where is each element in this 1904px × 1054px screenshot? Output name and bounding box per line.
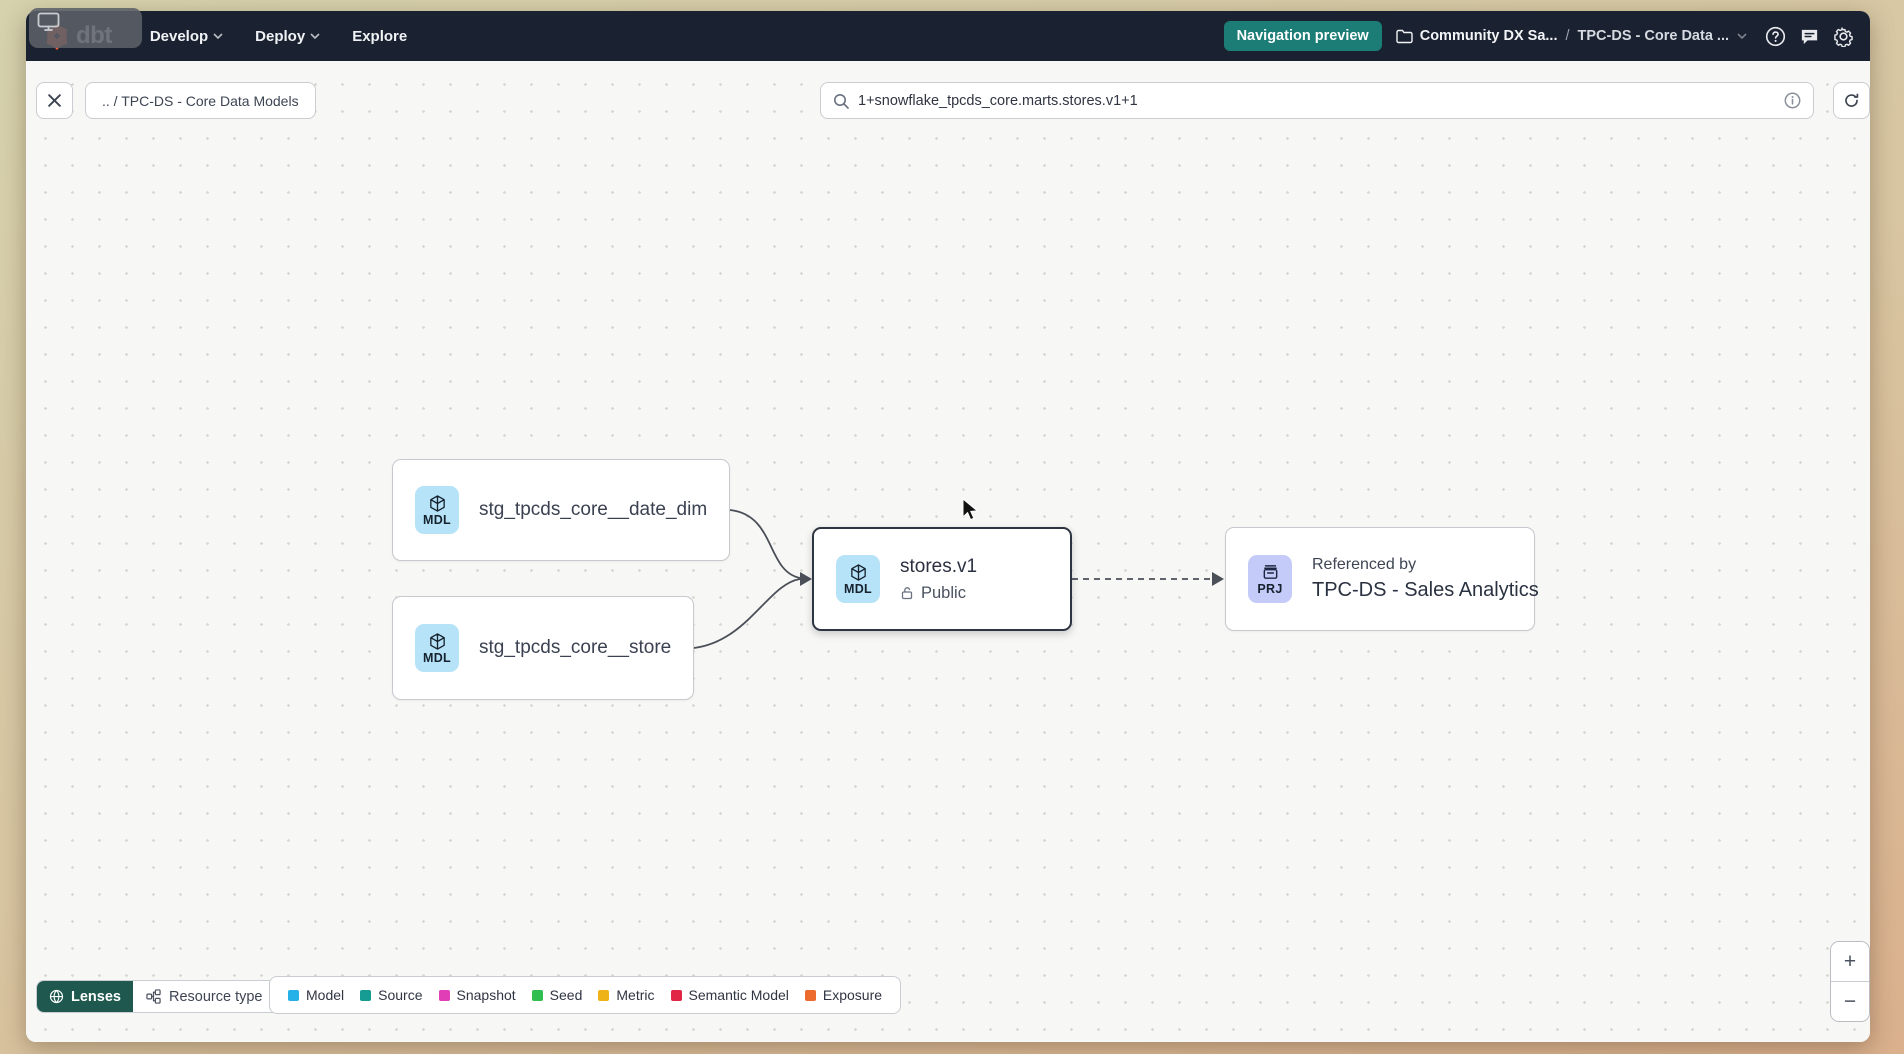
legend-label: Metric [616,987,655,1003]
top-navbar: dbt Develop Deploy Explore Navigation pr… [26,11,1870,61]
menu-develop[interactable]: Develop [138,20,235,53]
navbar-icons [1765,26,1854,47]
resource-badge: MDL [844,581,872,596]
search-icon [834,93,849,109]
resource-badge: MDL [423,512,451,527]
model-icon: MDL [836,555,880,603]
legend-item-seed: Seed [531,987,583,1003]
lineage-canvas[interactable]: .. / TPC-DS - Core Data Models MDL stg_t… [26,61,1870,1042]
node-text: stores.v1 Public [900,556,977,603]
legend-item-metric: Metric [598,987,655,1003]
resource-type-dropdown[interactable]: Resource type [132,981,295,1012]
legend-label: Exposure [822,987,883,1003]
model-icon: MDL [415,486,459,534]
resource-badge: MDL [423,650,451,665]
node-referenced-by-project[interactable]: PRJ Referenced by TPC-DS - Sales Analyti… [1225,527,1539,631]
menu-explore-label: Explore [352,27,408,45]
menu-deploy[interactable]: Deploy [243,20,332,53]
node-label: stg_tpcds_core__date_dim [479,499,708,520]
breadcrumb-separator: / [1565,28,1570,44]
legend-item-source: Source [360,987,423,1003]
referenced-by-label: Referenced by [1312,556,1417,573]
node-label: stg_tpcds_core__store [479,637,672,658]
model-swatch [288,989,299,1001]
lineage-path-chip[interactable]: .. / TPC-DS - Core Data Models [85,82,316,119]
semantic-model-swatch [670,989,682,1001]
display-icon [37,12,60,31]
chevron-down-icon [310,33,320,40]
node-label: stores.v1 [900,555,978,577]
legend-label: Source [378,987,423,1003]
lineage-search-bar [820,82,1814,119]
feedback-icon[interactable] [1799,26,1820,47]
settings-gear-icon[interactable] [1833,26,1854,47]
resource-type-legend: Model Source Snapshot Seed Metric Semant… [269,976,902,1014]
exposure-swatch [804,989,816,1001]
help-icon[interactable] [1765,26,1786,47]
source-swatch [360,989,372,1001]
node-label: TPC-DS - Sales Analytics [1312,579,1539,601]
legend-label: Snapshot [456,987,516,1003]
access-label: Public [921,583,966,602]
legend-item-exposure: Exposure [804,987,883,1003]
main-menu: Develop Deploy Explore [138,20,419,53]
breadcrumb-project[interactable]: Community DX Sa... [1396,28,1558,44]
node-stores-v1[interactable]: MDL stores.v1 Public [812,527,1072,631]
app-window: dbt Develop Deploy Explore Navigation pr… [26,11,1870,1042]
zoom-out-button[interactable]: − [1831,982,1869,1021]
zoom-in-button[interactable]: + [1831,942,1869,982]
mouse-cursor [962,498,979,521]
cube-icon [850,563,866,581]
unlock-icon [901,587,913,600]
legend-label: Semantic Model [688,987,789,1003]
info-icon[interactable] [1784,92,1801,109]
project-icon: PRJ [1248,555,1292,603]
zoom-controls: + − [1830,941,1870,1022]
seed-swatch [531,989,543,1001]
metric-swatch [598,989,610,1001]
lineage-selector-input[interactable] [858,92,1775,109]
resource-graph-icon [146,989,161,1004]
legend-item-model: Model [288,987,344,1003]
refresh-icon [1845,93,1859,107]
legend-label: Model [306,987,345,1003]
stack-icon [1263,564,1277,579]
refresh-lineage-button[interactable] [1833,82,1870,119]
screen-share-overlay [29,8,142,48]
navbar-right: Navigation preview Community DX Sa... / … [1223,21,1854,51]
node-stg-tpcds-core-date-dim[interactable]: MDL stg_tpcds_core__date_dim [392,459,730,561]
lenses-button[interactable]: Lenses [37,981,133,1012]
close-lineage-button[interactable] [36,82,73,119]
lenses-label: Lenses [71,988,121,1005]
chevron-down-icon[interactable] [1737,31,1747,41]
node-text: Referenced by TPC-DS - Sales Analytics [1312,556,1539,602]
breadcrumb-project-label: Community DX Sa... [1419,28,1558,44]
legend-item-snapshot: Snapshot [438,987,516,1003]
resource-badge: PRJ [1257,581,1283,596]
breadcrumb-item[interactable]: TPC-DS - Core Data ... [1577,28,1729,44]
menu-deploy-label: Deploy [255,27,306,45]
folder-icon [1396,29,1413,43]
resource-type-label: Resource type [168,988,263,1005]
snapshot-swatch [438,989,450,1001]
menu-explore[interactable]: Explore [340,20,419,53]
cube-icon [429,494,445,512]
breadcrumb: Community DX Sa... / TPC-DS - Core Data … [1396,28,1747,44]
model-icon: MDL [415,624,459,672]
menu-develop-label: Develop [149,27,209,45]
cube-icon [429,632,445,650]
node-access: Public [900,584,977,603]
lens-controls: Lenses Resource type [36,980,296,1013]
chevron-down-icon [213,33,223,40]
legend-item-semantic-model: Semantic Model [670,987,789,1003]
lens-globe-icon [49,989,64,1004]
legend-label: Seed [549,987,583,1003]
close-icon [48,94,61,107]
navigation-preview-badge[interactable]: Navigation preview [1223,21,1382,51]
node-stg-tpcds-core-store[interactable]: MDL stg_tpcds_core__store [392,596,694,700]
